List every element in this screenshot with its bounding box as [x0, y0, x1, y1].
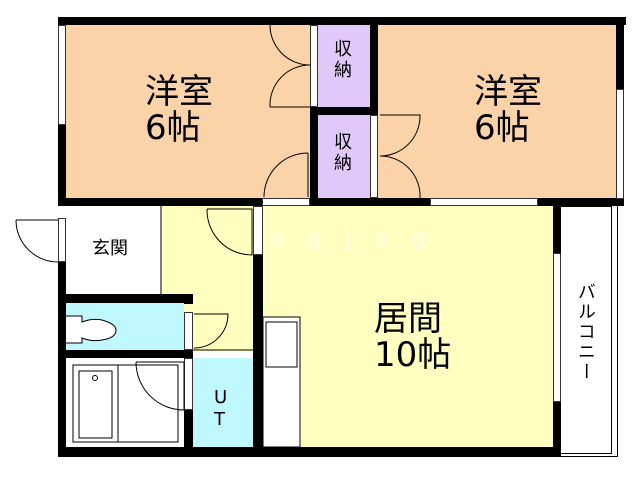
entrance — [66, 206, 161, 294]
wall-top — [58, 17, 626, 25]
wall-left-upper — [58, 125, 66, 205]
closet-char: 納 — [334, 59, 352, 81]
window-right-room-bottom — [430, 198, 538, 206]
wall-living-right-top — [553, 198, 561, 253]
wall-closet-left — [310, 107, 318, 206]
wall-left-lower — [58, 262, 66, 457]
western-room-left — [66, 25, 311, 198]
closet-upper-label: 収 納 — [334, 39, 352, 81]
utility-char: T — [214, 408, 225, 430]
living — [263, 206, 553, 447]
window-right-room — [616, 89, 624, 199]
bath — [66, 358, 184, 447]
balcony-window — [553, 253, 561, 402]
room-size: 6帖 — [474, 107, 530, 148]
room-name: 洋室 — [474, 72, 542, 112]
window-entrance-door — [58, 218, 66, 262]
wall-mid-horizontal-mid — [310, 198, 430, 206]
wall-right-top — [616, 17, 624, 89]
wall-entrance-bottom — [58, 294, 193, 303]
closet-lower-label: 収 納 — [334, 132, 352, 174]
room-size: 10帖 — [374, 334, 452, 375]
wall-mid-horizontal-right — [538, 198, 624, 206]
closet-lower — [318, 115, 370, 198]
balcony — [560, 206, 612, 454]
window-left — [58, 25, 66, 125]
wall-toilet-bottom — [58, 350, 193, 358]
wall-closet-right-upper — [370, 25, 378, 115]
wall-living-right-bottom — [553, 402, 561, 457]
wall-bath-right — [184, 410, 193, 455]
western-room-left-label: 洋室 6帖 — [145, 72, 213, 148]
room-size: 6帖 — [145, 107, 201, 148]
utility — [193, 358, 253, 447]
western-room-right — [378, 25, 616, 198]
living-room-label: 居間 10帖 — [374, 299, 452, 375]
closet-upper — [318, 25, 370, 107]
wall-mid-horizontal-left — [58, 198, 262, 206]
closet-char: 納 — [334, 152, 352, 174]
balcony-outer — [560, 206, 618, 457]
left-room-door-frame — [262, 198, 310, 206]
utility-label: U T — [214, 387, 227, 430]
wall-hall-living — [253, 255, 263, 455]
closet-char: 収 — [334, 132, 352, 153]
wall-toilet-right — [184, 294, 193, 304]
entrance-label: 玄関 — [92, 238, 128, 259]
watermark: o g j o g — [272, 226, 434, 250]
balcony-label: バルコニー — [574, 282, 596, 382]
utility-char: U — [214, 387, 228, 408]
toilet-door-frame — [184, 312, 193, 350]
wall-closet-divider — [310, 107, 378, 115]
living-door-frame — [253, 206, 263, 255]
room-name: 居間 — [374, 299, 442, 339]
room-name: 洋室 — [145, 72, 213, 112]
closet-lower-door — [370, 115, 378, 198]
closet-upper-door — [310, 25, 318, 107]
closet-char: 収 — [334, 39, 352, 60]
wall-bottom — [58, 447, 560, 457]
western-room-right-label: 洋室 6帖 — [474, 72, 542, 148]
